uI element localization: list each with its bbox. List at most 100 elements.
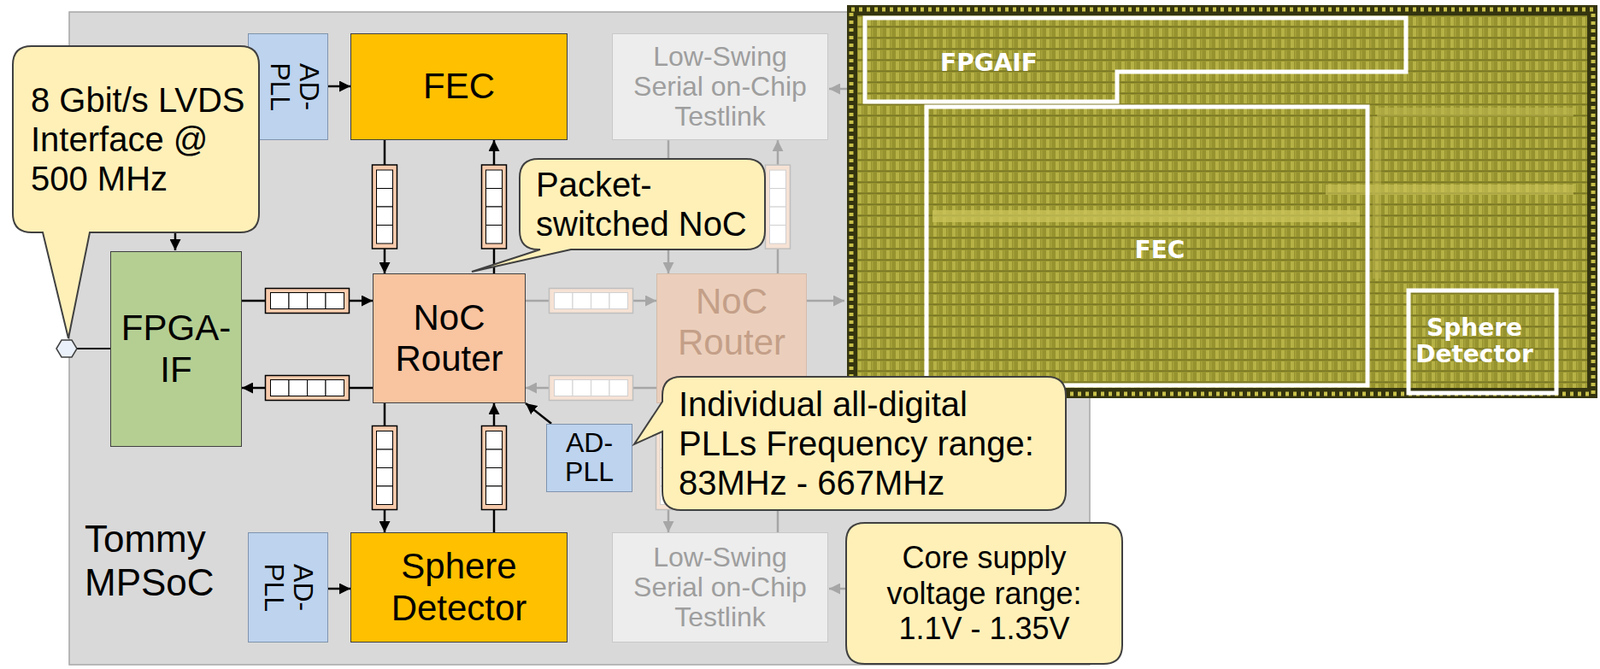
block-label: Low-Swing Serial on-Chip Testlink xyxy=(621,41,819,133)
fifo-cell xyxy=(554,380,574,397)
fifo-buffer xyxy=(265,376,350,401)
fifo-body xyxy=(549,376,634,401)
fifo-body xyxy=(482,164,507,249)
callout: Core supply voltage range: 1.1V - 1.35V xyxy=(845,522,1124,665)
fifo-buffer xyxy=(265,288,350,314)
pll-block: AD- PLL xyxy=(247,33,329,141)
fifo-cell xyxy=(486,188,503,208)
die-sheen xyxy=(857,15,1588,389)
die-frame xyxy=(847,5,1598,399)
noc-router: NoC Router xyxy=(372,273,526,404)
callout-shape xyxy=(846,523,1123,665)
callout-text: Individual all-digital PLLs Frequency ra… xyxy=(678,384,1050,503)
block-label: AD- PLL xyxy=(258,561,317,615)
label-holder: Sphere Detector xyxy=(1401,315,1548,369)
fifo-cell xyxy=(376,225,394,245)
processing-unit: Sphere Detector xyxy=(350,532,568,643)
interface-block: FPGA- IF xyxy=(110,251,242,448)
fifo-cell xyxy=(288,293,308,310)
callout: 8 Gbit/s LVDS Interface @ 500 MHz xyxy=(11,45,260,234)
fifo-cell xyxy=(376,468,394,488)
label-holder: FPGAIF xyxy=(940,50,1038,77)
fifo-cell xyxy=(376,431,394,451)
callout-shape xyxy=(12,46,259,339)
fifo-cell xyxy=(376,170,394,189)
fifo-cell xyxy=(307,380,327,397)
fifo-cell xyxy=(270,380,290,397)
fifo-buffer xyxy=(549,376,634,401)
region-outline xyxy=(926,106,1368,386)
fifo-cell xyxy=(572,380,592,397)
fifo-cell xyxy=(609,380,629,397)
fifo-cell xyxy=(572,293,592,310)
fifo-cell xyxy=(288,380,308,397)
processing-unit: FEC xyxy=(350,33,568,141)
fifo-buffer xyxy=(549,288,634,314)
die-region-label: Sphere Detector xyxy=(1401,315,1548,369)
testlink-wire xyxy=(829,588,846,591)
fifo-cell xyxy=(486,170,503,189)
testlink-wire xyxy=(829,88,848,91)
fifo-body xyxy=(265,288,350,314)
block-label: FEC xyxy=(423,65,495,107)
callout-shape xyxy=(634,376,1066,511)
testlink-block: Low-Swing Serial on-Chip Testlink xyxy=(611,532,829,643)
callout-shape xyxy=(471,158,765,272)
fifo-body xyxy=(372,426,398,511)
die-pads xyxy=(851,9,1594,395)
lvds-wire xyxy=(76,347,111,350)
block-label: NoC Router xyxy=(380,297,518,381)
fifo-cell xyxy=(376,206,394,226)
callout: Packet- switched NoC xyxy=(518,158,766,251)
fifo-cell xyxy=(591,380,611,397)
testlink-wire xyxy=(806,300,845,303)
fifo-buffer xyxy=(482,164,507,249)
connector xyxy=(328,588,351,591)
fifo-cell xyxy=(376,486,394,506)
block-label: AD- PLL xyxy=(552,429,627,487)
testlink-block: Low-Swing Serial on-Chip Testlink xyxy=(611,33,829,141)
pll-block: AD- PLL xyxy=(247,532,329,643)
fifo-cell xyxy=(609,293,629,310)
fifo-body xyxy=(549,288,634,314)
connector xyxy=(328,85,351,89)
fifo-cell xyxy=(270,293,290,310)
die-core xyxy=(857,15,1588,389)
connector xyxy=(525,403,552,424)
fifo-cell xyxy=(486,225,503,245)
block-label: NoC Router xyxy=(664,281,800,365)
callout: Individual all-digital PLLs Frequency ra… xyxy=(661,376,1067,512)
lvds-port xyxy=(56,340,77,358)
fifo-cell xyxy=(770,188,787,208)
fifo-buffer xyxy=(765,164,791,249)
callout-text: 8 Gbit/s LVDS Interface @ 500 MHz xyxy=(30,80,252,199)
block-label: AD- PLL xyxy=(264,60,323,114)
fifo-cell xyxy=(376,449,394,469)
fifo-cell xyxy=(486,206,503,226)
die-region-label: FPGAIF xyxy=(940,50,1038,77)
fifo-cell xyxy=(486,486,503,506)
callout-text: Core supply voltage range: 1.1V - 1.35V xyxy=(862,540,1106,647)
chip-name: Tommy MPSoC xyxy=(84,517,248,605)
fifo-body xyxy=(265,376,350,401)
fifo-cell xyxy=(554,293,574,310)
fifo-cell xyxy=(307,293,327,310)
fifo-cell xyxy=(770,170,787,189)
fifo-cell xyxy=(376,188,394,208)
fifo-buffer xyxy=(372,426,398,511)
block-label: Low-Swing Serial on-Chip Testlink xyxy=(621,542,819,634)
region-outline xyxy=(864,17,1406,102)
fifo-cell xyxy=(325,293,345,310)
fifo-cell xyxy=(325,380,345,397)
fifo-body xyxy=(765,164,791,249)
die-photo xyxy=(847,5,1598,399)
fifo-body xyxy=(482,426,507,511)
fifo-cell xyxy=(486,431,503,451)
block-label: Sphere Detector xyxy=(359,546,559,630)
fifo-body xyxy=(372,164,398,249)
callout-text: Packet- switched NoC xyxy=(535,164,758,244)
fifo-cell xyxy=(486,449,503,469)
pll-block: AD- PLL xyxy=(546,423,633,494)
